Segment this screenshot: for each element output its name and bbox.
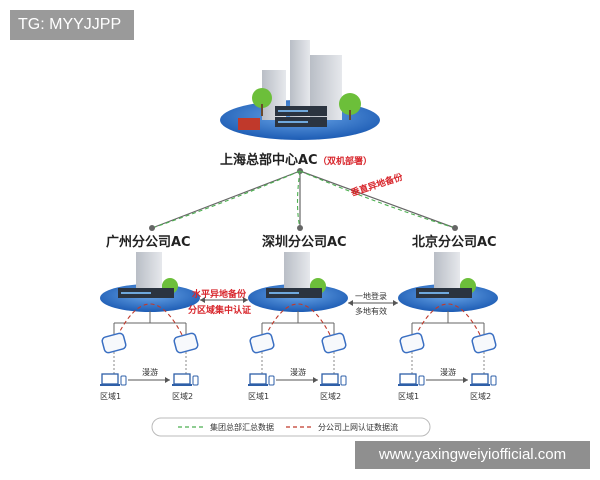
- laptop-icon: [249, 373, 267, 385]
- multi-valid-label: 多地有效: [355, 306, 387, 316]
- phone-icon: [192, 375, 199, 386]
- branch-illustration-guangzhou: [100, 252, 200, 312]
- laptop-base: [470, 384, 490, 386]
- laptop-icon: [399, 373, 417, 385]
- laptop-base: [398, 384, 418, 386]
- laptop-base: [248, 384, 268, 386]
- phone-icon: [490, 375, 497, 386]
- area2-label: 区域2: [470, 391, 491, 401]
- auth-flow-arc: [113, 303, 187, 344]
- branch-illustration-beijing: [398, 252, 498, 312]
- area1-label: 区域1: [100, 391, 121, 401]
- access-point-icon: [249, 332, 275, 354]
- login-sync-arrows: [348, 300, 398, 306]
- hq-illustration: [220, 40, 380, 140]
- hq-deploy-note: （双机部署）: [318, 155, 372, 167]
- phone-icon: [340, 375, 347, 386]
- access-point-icon: [399, 332, 425, 354]
- area2-label: 区域2: [172, 391, 193, 401]
- horizontal-backup-arrows: [200, 297, 248, 303]
- one-login-label: 一地登录: [355, 291, 387, 301]
- area1-label: 区域1: [398, 391, 419, 401]
- auth-flow-arc: [411, 303, 485, 344]
- access-point-icon: [471, 332, 497, 354]
- roaming-arrowhead: [165, 377, 170, 383]
- area2-label: 区域2: [320, 391, 341, 401]
- hq-title: 上海总部中心AC: [220, 152, 318, 168]
- central-auth-label: 分区域集中认证: [188, 304, 251, 316]
- laptop-icon: [173, 373, 191, 385]
- roaming-arrowhead: [313, 377, 318, 383]
- phone-icon: [418, 375, 425, 386]
- branch-title-guangzhou: 广州分公司AC: [106, 234, 191, 250]
- auth-flow-arc: [261, 303, 335, 344]
- laptop-icon: [101, 373, 119, 385]
- area1-label: 区域1: [248, 391, 269, 401]
- laptop-base: [100, 384, 120, 386]
- laptop-base: [172, 384, 192, 386]
- phone-icon: [120, 375, 127, 386]
- branch-title-shenzhen: 深圳分公司AC: [262, 234, 347, 250]
- access-point-icon: [321, 332, 347, 354]
- legend-green-label: 集团总部汇总数据: [210, 422, 274, 432]
- laptop-icon: [471, 373, 489, 385]
- roaming-label: 漫游: [290, 367, 306, 377]
- access-point-icon: [101, 332, 127, 354]
- phone-icon: [268, 375, 275, 386]
- roaming-label: 漫游: [440, 367, 456, 377]
- watermark-tag: TG: MYYJJPP: [10, 10, 134, 40]
- branch-title-beijing: 北京分公司AC: [412, 234, 497, 250]
- legend-red-label: 分公司上网认证数据流: [318, 422, 398, 432]
- hq-links: [149, 168, 458, 231]
- horizontal-backup-label: 水平异地备份: [192, 288, 247, 300]
- roaming-arrowhead: [463, 377, 468, 383]
- vertical-backup-label: 垂直异地备份: [349, 170, 405, 198]
- legend: 集团总部汇总数据 分公司上网认证数据流: [151, 417, 431, 437]
- roaming-label: 漫游: [142, 367, 158, 377]
- access-point-icon: [173, 332, 199, 354]
- watermark-url: www.yaxingweiyiofficial.com: [355, 441, 590, 469]
- laptop-icon: [321, 373, 339, 385]
- branch-illustration-shenzhen: [248, 252, 348, 312]
- laptop-base: [320, 384, 340, 386]
